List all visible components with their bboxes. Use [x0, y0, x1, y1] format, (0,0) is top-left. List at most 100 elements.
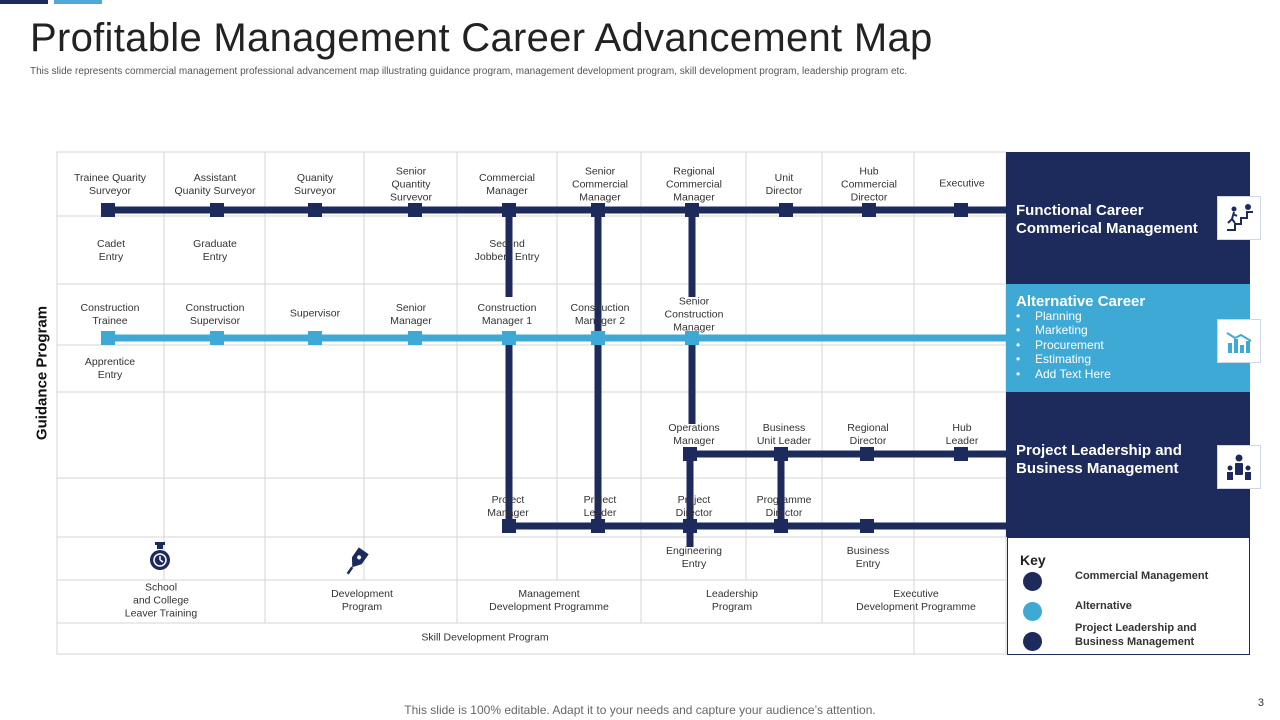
node — [101, 331, 115, 345]
nodes-project — [502, 519, 874, 533]
node — [954, 447, 968, 461]
label-project-leader: Project Leader — [583, 494, 617, 519]
node — [862, 203, 876, 217]
page-subtitle: This slide represents commercial managem… — [30, 66, 908, 77]
label-assistant-quanity-surveyor: Assistant Quanity Surveyor — [174, 172, 256, 197]
panel-alternative-career: Alternative Career Planning Marketing Pr… — [1006, 284, 1250, 392]
top-accent-light — [54, 0, 102, 4]
node — [408, 331, 422, 345]
climbing-stairs-icon — [1217, 196, 1261, 240]
node — [860, 447, 874, 461]
label-executive-development-programme: Executive Development Programme — [856, 588, 976, 613]
label-senior-commercial-manager: Senior Commercial Manager — [571, 165, 629, 204]
label-school-college-leaver-training: School and College Leaver Training — [124, 581, 198, 620]
node — [779, 203, 793, 217]
label-unit-director: Unit Director — [765, 172, 803, 197]
node — [308, 331, 322, 345]
label-quanity-surveyor: Quanity Surveyor — [293, 172, 337, 197]
panel-alternative-career-title: Alternative Career — [1016, 293, 1146, 310]
panel-project-leadership: Project Leadership and Business Manageme… — [1006, 392, 1250, 537]
node — [502, 203, 516, 217]
nodes-operations — [683, 447, 968, 461]
key-dot-commercial — [1023, 572, 1042, 591]
label-programme-director: Programme Director — [756, 494, 812, 519]
alternative-career-item: Add Text Here — [1016, 367, 1111, 381]
label-graduate-entry: Graduate Entry — [193, 238, 237, 263]
node — [408, 203, 422, 217]
label-project-manager: Project Manager — [487, 494, 529, 519]
page-number: 3 — [1257, 697, 1264, 709]
key-dot-alternative — [1023, 602, 1042, 621]
label-business-unit-leader: Business Unit Leader — [756, 422, 812, 447]
node — [685, 331, 699, 345]
label-senior-manager: Senior Manager — [390, 302, 432, 327]
label-construction-supervisor: Construction Supervisor — [185, 302, 245, 327]
label-executive: Executive — [939, 177, 985, 190]
node — [683, 519, 697, 533]
key-dot-project — [1023, 632, 1042, 651]
label-development-program: Development Program — [331, 588, 393, 613]
label-cadet-entry: Cadet Entry — [96, 238, 126, 263]
node — [210, 203, 224, 217]
pen-nib-icon — [346, 547, 369, 575]
team-icon — [1217, 445, 1261, 489]
label-commercial-manager: Commercial Manager — [478, 172, 536, 197]
grid-frame — [56, 151, 1007, 655]
label-skill-development-program: Skill Development Program — [421, 631, 549, 644]
node — [308, 203, 322, 217]
label-apprentice-entry: Apprentice Entry — [84, 356, 136, 381]
panel-project-leadership-title: Project Leadership and Business Manageme… — [1016, 442, 1182, 477]
alternative-career-list: Planning Marketing Procurement Estimatin… — [1016, 309, 1111, 381]
panel-functional-career: Functional Career Commerical Management — [1006, 152, 1250, 284]
label-engineering-entry: Engineering Entry — [665, 545, 723, 570]
label-construction-trainee: Construction Trainee — [80, 302, 140, 327]
nodes-commercial — [101, 203, 968, 217]
label-senior-construction-manager: Senior Construction Manager — [664, 295, 724, 334]
node — [860, 519, 874, 533]
node — [591, 203, 605, 217]
node — [774, 519, 788, 533]
node — [774, 447, 788, 461]
node — [101, 203, 115, 217]
grid — [56, 151, 1007, 655]
career-paths — [107, 206, 1010, 530]
label-hub-leader: Hub Leader — [945, 422, 979, 447]
label-supervisor: Supervisor — [289, 307, 341, 320]
key-label-commercial: Commercial Management — [1075, 570, 1209, 582]
alternative-career-item: Estimating — [1016, 352, 1111, 366]
y-axis-label: Guidance Program — [33, 305, 51, 441]
nodes-alternative — [101, 331, 699, 345]
label-project-director: Project Director — [675, 494, 713, 519]
key-label-alternative: Alternative — [1075, 600, 1132, 612]
legend-key: Key Commercial Management Alternative Pr… — [1007, 537, 1250, 655]
node — [502, 519, 516, 533]
label-hub-commercial-director: Hub Commercial Director — [840, 165, 898, 204]
path-nodes — [101, 203, 968, 533]
node — [210, 331, 224, 345]
node — [683, 447, 697, 461]
node — [591, 331, 605, 345]
node — [685, 203, 699, 217]
key-label-project: Project Leadership and Business Manageme… — [1075, 622, 1197, 648]
node — [502, 331, 516, 345]
vertical-connectors — [505, 210, 785, 547]
label-business-entry: Business Entry — [846, 545, 890, 570]
node — [954, 203, 968, 217]
label-management-development-programme: Management Development Programme — [489, 588, 609, 613]
stopwatch-icon — [150, 542, 170, 570]
top-accent-navy — [0, 0, 48, 4]
label-second-jobbers-entry: Second Jobbers Entry — [474, 238, 540, 263]
node — [591, 519, 605, 533]
label-construction-manager-2: Construction Manager 2 — [570, 302, 630, 327]
label-trainee-quarity-surveyor: Trainee Quarity Surveyor — [74, 172, 146, 197]
label-regional-commercial-manager: Regional Commercial Manager — [665, 165, 723, 204]
alternative-career-item: Planning — [1016, 309, 1111, 323]
alternative-career-item: Procurement — [1016, 338, 1111, 352]
footer-note: This slide is 100% editable. Adapt it to… — [404, 703, 876, 717]
bar-chart-icon — [1217, 319, 1261, 363]
alternative-career-item: Marketing — [1016, 323, 1111, 337]
label-senior-quantity-survevor: Senior Quantity Survevor — [389, 165, 433, 204]
label-construction-manager-1: Construction Manager 1 — [477, 302, 537, 327]
label-regional-director: Regional Director — [847, 422, 889, 447]
